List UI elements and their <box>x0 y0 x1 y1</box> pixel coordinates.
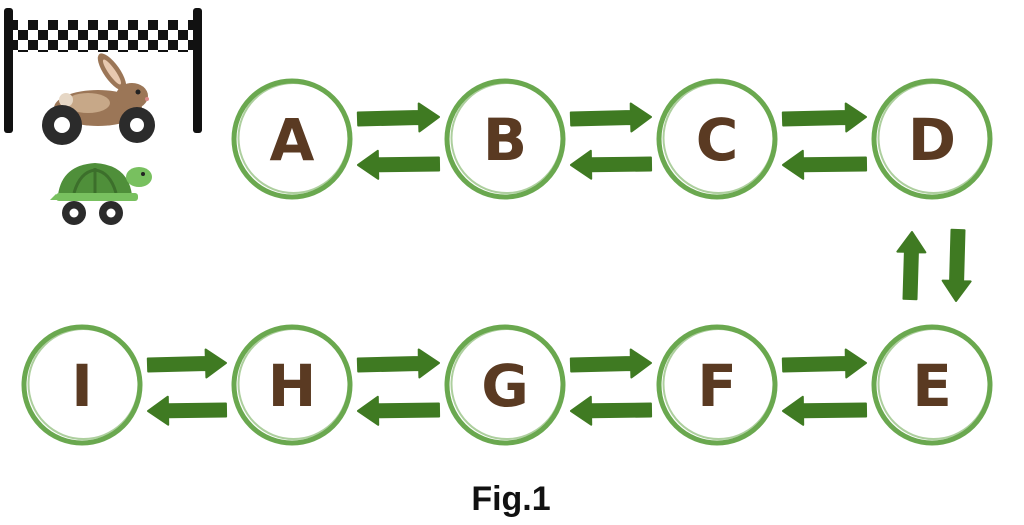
node-g: G <box>444 324 566 446</box>
node-ring <box>656 324 778 446</box>
node-ring-inner <box>662 328 775 440</box>
nodes-layer: A B C D E F G H I <box>21 78 993 446</box>
backward-arrow <box>570 149 653 180</box>
edge-b-c <box>569 102 653 180</box>
node-label: F <box>697 352 737 420</box>
node-ring-inner <box>27 328 140 440</box>
node-ring-inner <box>877 82 990 194</box>
down-arrow <box>941 228 972 302</box>
edge-h-i <box>146 348 228 426</box>
edge-g-h <box>356 348 441 426</box>
backward-arrow <box>569 348 652 379</box>
node-label: G <box>481 352 529 420</box>
up-arrow <box>896 231 927 301</box>
node-a: A <box>231 78 353 200</box>
forward-arrow <box>569 102 652 133</box>
edge-d-e <box>896 228 972 302</box>
node-label: B <box>483 106 527 174</box>
figure-caption: Fig.1 <box>471 480 550 518</box>
node-ring-inner <box>237 328 350 440</box>
backward-arrow <box>357 149 441 180</box>
edge-c-d <box>781 102 868 180</box>
turtle-car-icon <box>50 163 152 225</box>
node-ring-inner <box>877 328 990 440</box>
node-label: A <box>270 106 315 174</box>
node-d: D <box>871 78 993 200</box>
node-ring-inner <box>450 82 563 194</box>
edges-layer <box>146 102 972 426</box>
forward-arrow <box>147 395 228 426</box>
forward-arrow <box>356 102 440 133</box>
forward-arrow <box>782 395 868 426</box>
edge-e-f <box>781 348 868 426</box>
node-ring <box>231 78 353 200</box>
node-f: F <box>656 324 778 446</box>
edge-a-b <box>356 102 441 180</box>
node-ring <box>21 324 143 446</box>
backward-arrow <box>146 348 227 379</box>
node-label: C <box>696 106 739 174</box>
node-ring-inner <box>662 82 775 194</box>
node-label: H <box>268 352 317 420</box>
forward-arrow <box>781 102 867 133</box>
backward-arrow <box>782 149 868 180</box>
backward-arrow <box>781 348 867 379</box>
node-label: E <box>912 352 952 420</box>
node-b: B <box>444 78 566 200</box>
node-c: C <box>656 78 778 200</box>
forward-arrow <box>357 395 441 426</box>
node-ring-inner <box>450 328 563 440</box>
node-ring <box>444 78 566 200</box>
node-ring <box>656 78 778 200</box>
node-i: I <box>21 324 143 446</box>
finish-flag-icon <box>4 8 202 133</box>
node-label: I <box>71 352 93 420</box>
edge-f-g <box>569 348 653 426</box>
node-ring <box>871 324 993 446</box>
node-ring <box>444 324 566 446</box>
node-h: H <box>231 324 353 446</box>
backward-arrow <box>356 348 440 379</box>
node-label: D <box>908 106 956 174</box>
node-ring <box>231 324 353 446</box>
rabbit-car-icon <box>42 53 155 145</box>
node-ring <box>871 78 993 200</box>
node-ring-inner <box>237 82 350 194</box>
node-e: E <box>871 324 993 446</box>
forward-arrow <box>570 395 653 426</box>
